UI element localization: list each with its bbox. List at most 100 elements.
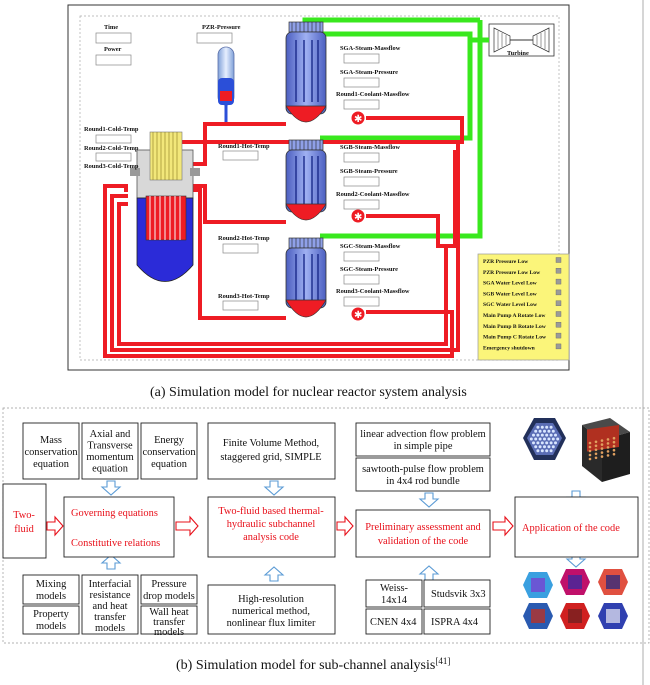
power-field[interactable] <box>95 54 132 66</box>
fuel-rod-dot <box>545 425 549 429</box>
high-res-line: numerical method, <box>232 606 310 617</box>
two-fluid-text: Two-fluid <box>13 510 35 535</box>
steam-generator-c: SG-C ✱ <box>285 237 366 324</box>
round2-coolant-field[interactable] <box>343 199 380 210</box>
sawtooth-line: in 4x4 rod bundle <box>386 476 460 487</box>
square-rod-dot <box>588 449 592 453</box>
fvm-line: staggered grid, SIMPLE <box>220 452 321 463</box>
pump-b-icon: ✱ <box>354 212 362 223</box>
sgc-steam-pressure-field[interactable] <box>343 274 380 285</box>
round2-cold-label: Round2-Cold-Temp <box>84 145 139 152</box>
application-text: Application of the code <box>522 523 620 534</box>
pzr-pressure-label: PZR-Pressure <box>202 24 241 31</box>
fuel-rod-dot <box>543 437 546 441</box>
axial-line: Axial and <box>90 429 131 440</box>
fuel-rod-dot <box>549 425 553 429</box>
square-rod-dot <box>606 438 610 441</box>
result-thumbnail-core <box>568 575 582 589</box>
arrow-up-constitutive <box>100 554 122 570</box>
fuel-rod-dot <box>543 429 546 433</box>
alarm-indicator <box>555 300 562 306</box>
time-field[interactable] <box>95 32 132 44</box>
alarm-indicator <box>555 322 562 328</box>
ispra-text: ISPRA 4x4 <box>431 617 479 628</box>
fuel-rod-dot <box>534 429 538 433</box>
fuel-rod-dot <box>536 449 540 453</box>
power-label: Power <box>104 46 122 53</box>
round3-coolant-field[interactable] <box>343 296 380 307</box>
caption-b: (b) Simulation model for sub-channel ana… <box>176 656 450 673</box>
prelim-line: Preliminary assessment and <box>365 522 481 533</box>
fuel-rod-dot <box>538 437 542 441</box>
round2-hot-field[interactable] <box>222 243 259 254</box>
turbine-label: Turbine <box>507 50 529 57</box>
sawtooth-line: sawtooth-pulse flow problem <box>362 464 484 475</box>
sgb-steam-pressure-label: SGB-Steam-Pressure <box>340 168 398 175</box>
square-rod-dot <box>594 452 598 456</box>
round1-cold-field[interactable] <box>95 134 132 144</box>
sgc-steam-pressure-label: SGC-Steam-Pressure <box>340 266 398 273</box>
fuel-rod-dot <box>536 425 540 429</box>
energy-line: conservation <box>142 447 196 458</box>
round3-hot-field[interactable] <box>222 300 259 311</box>
weiss-text: Weiss-14x14 <box>380 583 409 606</box>
arrow-down-code <box>263 480 285 496</box>
interfacial-line: transfer <box>94 612 126 623</box>
sga-steam-massflow-field[interactable] <box>343 53 380 64</box>
round2-hot-label: Round2-Hot-Temp <box>218 235 270 242</box>
property-models-box <box>22 605 80 635</box>
fuel-rod-dot <box>556 437 560 441</box>
round1-hot-field[interactable] <box>222 150 259 161</box>
interfacial-line: models <box>95 623 125 634</box>
sgb-steam-massflow-field[interactable] <box>343 152 380 163</box>
sawtooth-box <box>355 457 491 492</box>
alarm-label: Main Pump C Rotate Low <box>483 335 547 341</box>
fuel-rod-dot <box>545 433 549 437</box>
square-rod-dot <box>606 442 610 445</box>
two-fluid-line: Two- <box>13 510 35 521</box>
pressure-drop-line: drop models <box>143 591 195 602</box>
square-rod-dot <box>612 452 616 456</box>
fuel-rod-dot <box>549 449 553 453</box>
application-box <box>514 496 639 558</box>
square-rod-dot <box>594 444 598 448</box>
flow-arrows-horizontal <box>46 515 514 537</box>
rod-bundle-square-image <box>582 418 630 482</box>
interfacial-line: resistance <box>90 590 131 601</box>
square-rod-dot <box>606 446 610 449</box>
round3-cold-label: Round3-Cold-Temp <box>84 163 139 170</box>
round1-coolant-label: Round1-Coolant-Massflow <box>336 91 410 98</box>
square-rod-dot <box>594 448 598 452</box>
sgc-steam-massflow-field[interactable] <box>343 251 380 262</box>
steam-generator-b: SG-B ✱ <box>285 139 366 227</box>
sga-steam-pressure-field[interactable] <box>343 77 380 88</box>
fuel-rod-dot <box>538 429 542 433</box>
studsvik-text: Studsvik 3x3 <box>431 589 486 600</box>
round3-coolant-label: Round3-Coolant-Massflow <box>336 288 410 295</box>
momentum-equation-box <box>81 422 139 480</box>
high-resolution-box <box>207 584 336 635</box>
mixing-line: Mixing <box>36 579 67 590</box>
sgb-steam-pressure-field[interactable] <box>343 176 380 187</box>
cnen-box <box>365 608 423 635</box>
ispra-box <box>423 608 491 635</box>
mass-equation-box <box>22 422 80 480</box>
round2-cold-field[interactable] <box>95 152 132 162</box>
round1-coolant-field[interactable] <box>343 99 380 110</box>
square-rod-dot <box>600 451 604 454</box>
fuel-rod-dot <box>551 437 555 441</box>
fuel-rod-dot <box>547 437 551 441</box>
alarm-label: SGC Water Level Low <box>483 302 538 308</box>
energy-line: Energy <box>154 435 185 446</box>
pzr-pressure-field[interactable] <box>196 32 233 44</box>
square-rod-dot <box>594 456 598 460</box>
linear-line: linear advection flow problem <box>360 429 486 440</box>
